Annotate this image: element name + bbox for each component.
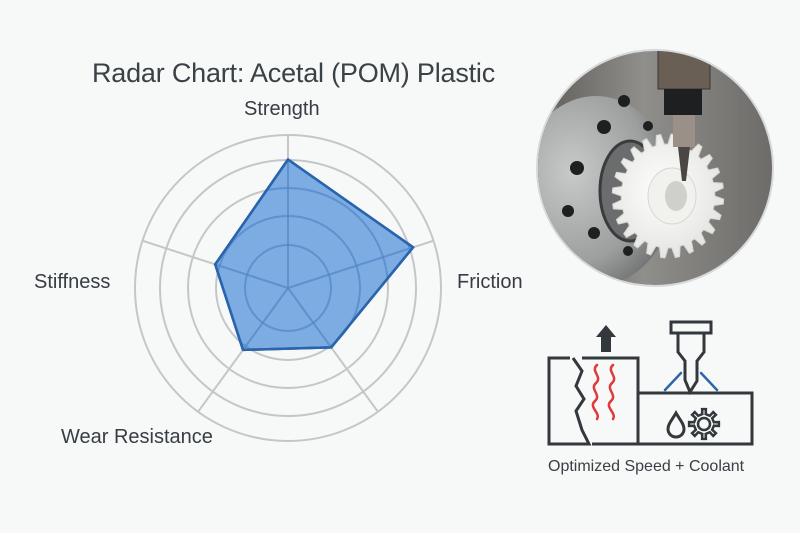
axis-label-strength: Strength: [244, 98, 320, 120]
gear-machining-photo: [538, 51, 772, 285]
arrow-up-icon: [596, 325, 616, 352]
axis-label-stiffness: Stiffness: [34, 271, 111, 293]
coolant-spray-icon: [663, 371, 719, 392]
gear-cog-icon: [687, 407, 721, 441]
chart-title: Radar Chart: Acetal (POM) Plastic: [92, 58, 496, 88]
heat-waves-icon: [591, 363, 616, 421]
radar-ring-overlay: [244, 244, 332, 332]
cracked-block-icon: [547, 320, 754, 446]
axis-label-friction: Friction: [457, 271, 523, 293]
radar-series-outline: [213, 158, 415, 352]
axis-label-wear-resistance: Wear Resistance: [61, 426, 213, 448]
icon-caption: Optimized Speed + Coolant: [548, 458, 745, 475]
